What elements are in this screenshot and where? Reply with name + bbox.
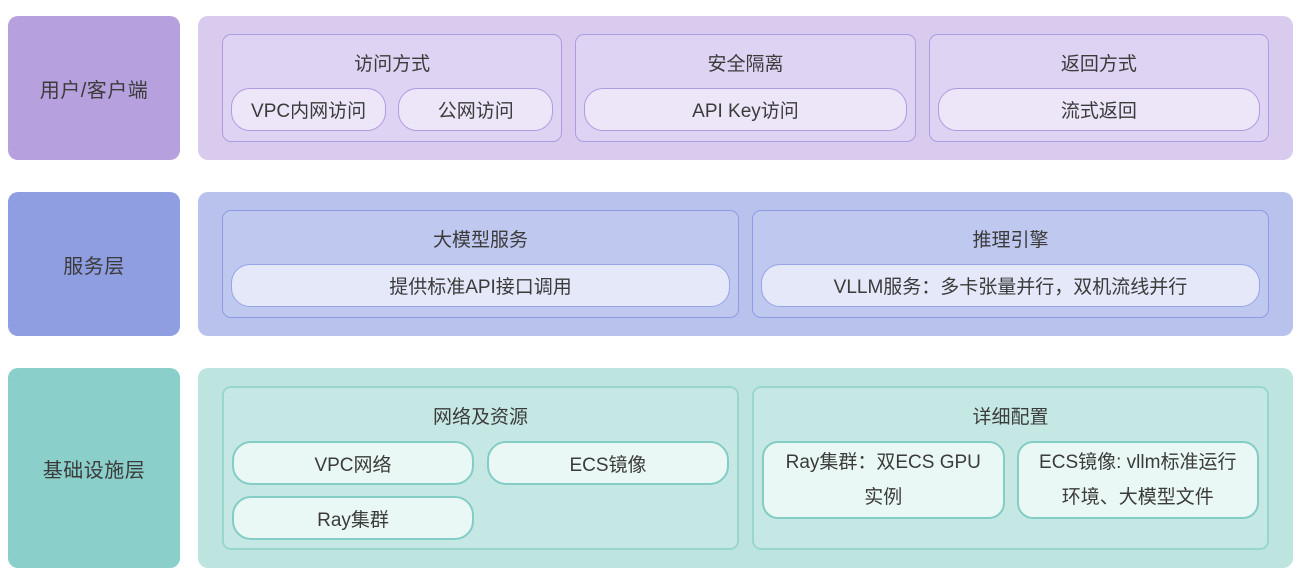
pill-vpc-network: VPC网络 (232, 441, 474, 485)
pill-api-key-access: API Key访问 (584, 88, 907, 131)
pill-row-inference-engine: VLLM服务：多卡张量并行，双机流线并行 (761, 264, 1260, 307)
pill-row-return-method: 流式返回 (937, 88, 1260, 131)
group-inference-engine: 推理引擎 VLLM服务：多卡张量并行，双机流线并行 (752, 210, 1269, 318)
layer-panel-user-client: 访问方式 VPC内网访问 公网访问 安全隔离 API Key访问 返回方式 流式… (198, 16, 1293, 160)
group-detail-config: 详细配置 Ray集群：双ECS GPU实例 ECS镜像: vllm标准运行环境、… (752, 386, 1269, 550)
group-title-network-resources: 网络及资源 (432, 407, 528, 428)
layer-panel-infrastructure: 网络及资源 VPC网络 ECS镜像 Ray集群 详细配置 Ray集群：双ECS … (198, 368, 1293, 568)
layer-panel-service: 大模型服务 提供标准API接口调用 推理引擎 VLLM服务：多卡张量并行，双机流… (198, 192, 1293, 336)
group-title-detail-config: 详细配置 (972, 407, 1049, 428)
pill-row-security-isolation: API Key访问 (584, 88, 907, 131)
group-network-resources: 网络及资源 VPC网络 ECS镜像 Ray集群 (222, 386, 739, 550)
layer-label-infrastructure: 基础设施层 (8, 368, 180, 568)
group-title-inference-engine: 推理引擎 (972, 230, 1049, 251)
group-title-llm-service: 大模型服务 (432, 230, 528, 251)
layer-label-user-client: 用户/客户端 (8, 16, 180, 160)
pill-public-access: 公网访问 (398, 88, 554, 131)
layer-label-service: 服务层 (8, 192, 180, 336)
pill-row-llm-service: 提供标准API接口调用 (231, 264, 730, 307)
group-title-access-method: 访问方式 (354, 54, 431, 75)
pill-stream-return: 流式返回 (937, 88, 1260, 131)
layer-row-user-client: 用户/客户端 访问方式 VPC内网访问 公网访问 安全隔离 API Key访问 … (8, 16, 1293, 160)
layer-row-service: 服务层 大模型服务 提供标准API接口调用 推理引擎 VLLM服务：多卡张量并行… (8, 192, 1293, 336)
pill-ray-cluster: Ray集群 (232, 496, 474, 540)
pill-grid-network-resources: VPC网络 ECS镜像 Ray集群 (232, 441, 729, 540)
pill-ray-cluster-detail: Ray集群：双ECS GPU实例 (762, 441, 1005, 520)
group-access-method: 访问方式 VPC内网访问 公网访问 (222, 34, 563, 142)
group-security-isolation: 安全隔离 API Key访问 (575, 34, 916, 142)
pill-vpc-intranet-access: VPC内网访问 (231, 88, 387, 131)
group-title-return-method: 返回方式 (1060, 54, 1137, 75)
layer-row-infrastructure: 基础设施层 网络及资源 VPC网络 ECS镜像 Ray集群 详细配置 Ray集群… (8, 368, 1293, 568)
pill-ecs-image: ECS镜像 (487, 441, 729, 485)
pill-row-detail-config: Ray集群：双ECS GPU实例 ECS镜像: vllm标准运行环境、大模型文件 (762, 441, 1259, 520)
group-llm-service: 大模型服务 提供标准API接口调用 (222, 210, 739, 318)
pill-standard-api-call: 提供标准API接口调用 (231, 264, 730, 307)
group-title-security-isolation: 安全隔离 (707, 54, 784, 75)
pill-ecs-image-detail: ECS镜像: vllm标准运行环境、大模型文件 (1016, 441, 1259, 520)
pill-row-access-method: VPC内网访问 公网访问 (231, 88, 554, 131)
group-return-method: 返回方式 流式返回 (928, 34, 1269, 142)
pill-vllm-service: VLLM服务：多卡张量并行，双机流线并行 (761, 264, 1260, 307)
